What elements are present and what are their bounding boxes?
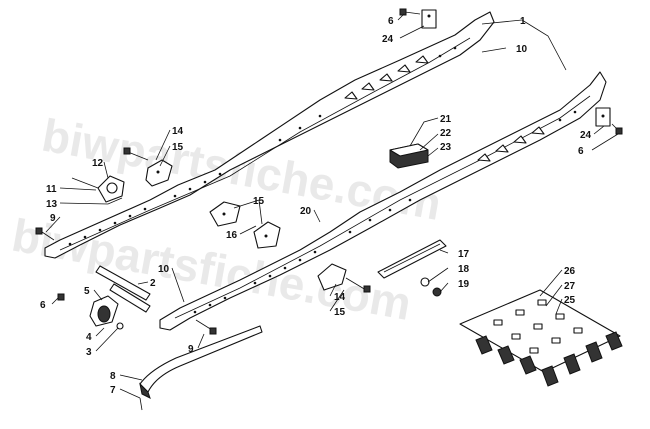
callout-6: 6 xyxy=(578,146,584,157)
callout-16: 16 xyxy=(226,230,238,241)
rear-bracket-top xyxy=(399,8,437,29)
callout-25: 25 xyxy=(564,295,576,306)
bolt-9-rear xyxy=(35,227,55,241)
callout-21: 21 xyxy=(440,114,452,125)
bracket-upper xyxy=(123,147,173,187)
callout-27: 27 xyxy=(564,281,576,292)
callout-7: 7 xyxy=(110,385,116,396)
callout-18: 18 xyxy=(458,264,470,275)
track-section xyxy=(459,289,623,387)
rail-upper-holes xyxy=(68,46,457,246)
callout-14: 14 xyxy=(334,292,346,303)
callout-19: 19 xyxy=(458,279,470,290)
hardware-18-19 xyxy=(420,277,442,297)
track-clips xyxy=(493,299,583,354)
screw-7 xyxy=(139,397,143,411)
callout-26: 26 xyxy=(564,266,576,277)
callout-6: 6 xyxy=(40,300,46,311)
callout-15: 15 xyxy=(253,196,265,207)
slide-rail-lower xyxy=(159,71,607,331)
bracket-middle-b xyxy=(253,221,281,249)
callout-9: 9 xyxy=(188,344,194,355)
callouts: 1 10 6 24 24 6 21 22 23 14 15 12 11 13 9… xyxy=(40,16,592,396)
callout-11: 11 xyxy=(46,184,57,195)
callout-12: 12 xyxy=(92,158,104,169)
callout-4: 4 xyxy=(86,332,92,343)
wear-strip-front-8 xyxy=(139,325,263,399)
callout-13: 13 xyxy=(46,199,58,210)
callout-23: 23 xyxy=(440,142,452,153)
callout-15: 15 xyxy=(172,142,184,153)
bolt-9-front xyxy=(195,319,217,335)
rear-bracket-right xyxy=(595,107,623,135)
callout-10: 10 xyxy=(158,264,170,275)
callout-3: 3 xyxy=(86,347,92,358)
callout-2: 2 xyxy=(150,278,156,289)
callout-5: 5 xyxy=(84,286,90,297)
callout-15: 15 xyxy=(334,307,346,318)
callout-22: 22 xyxy=(440,128,452,139)
axle-2 xyxy=(95,265,151,313)
callout-24: 24 xyxy=(382,34,394,45)
slider-block xyxy=(389,143,429,169)
bracket-middle-a xyxy=(209,201,241,227)
callout-1: 1 xyxy=(520,16,526,27)
callout-14: 14 xyxy=(172,126,184,137)
callout-17: 17 xyxy=(458,249,470,260)
track-lugs xyxy=(475,331,623,387)
rail-lower-holes xyxy=(193,110,577,314)
callout-6: 6 xyxy=(388,16,394,27)
wear-strip-17 xyxy=(377,239,447,279)
callout-10: 10 xyxy=(516,44,528,55)
callout-8: 8 xyxy=(110,371,116,382)
callout-9: 9 xyxy=(50,213,56,224)
idler-wheel-5 xyxy=(57,293,124,330)
callout-24: 24 xyxy=(580,130,592,141)
callout-20: 20 xyxy=(300,206,312,217)
slide-rail-upper xyxy=(44,11,495,259)
leader-lines xyxy=(45,13,619,399)
bracket-lower xyxy=(317,263,371,293)
